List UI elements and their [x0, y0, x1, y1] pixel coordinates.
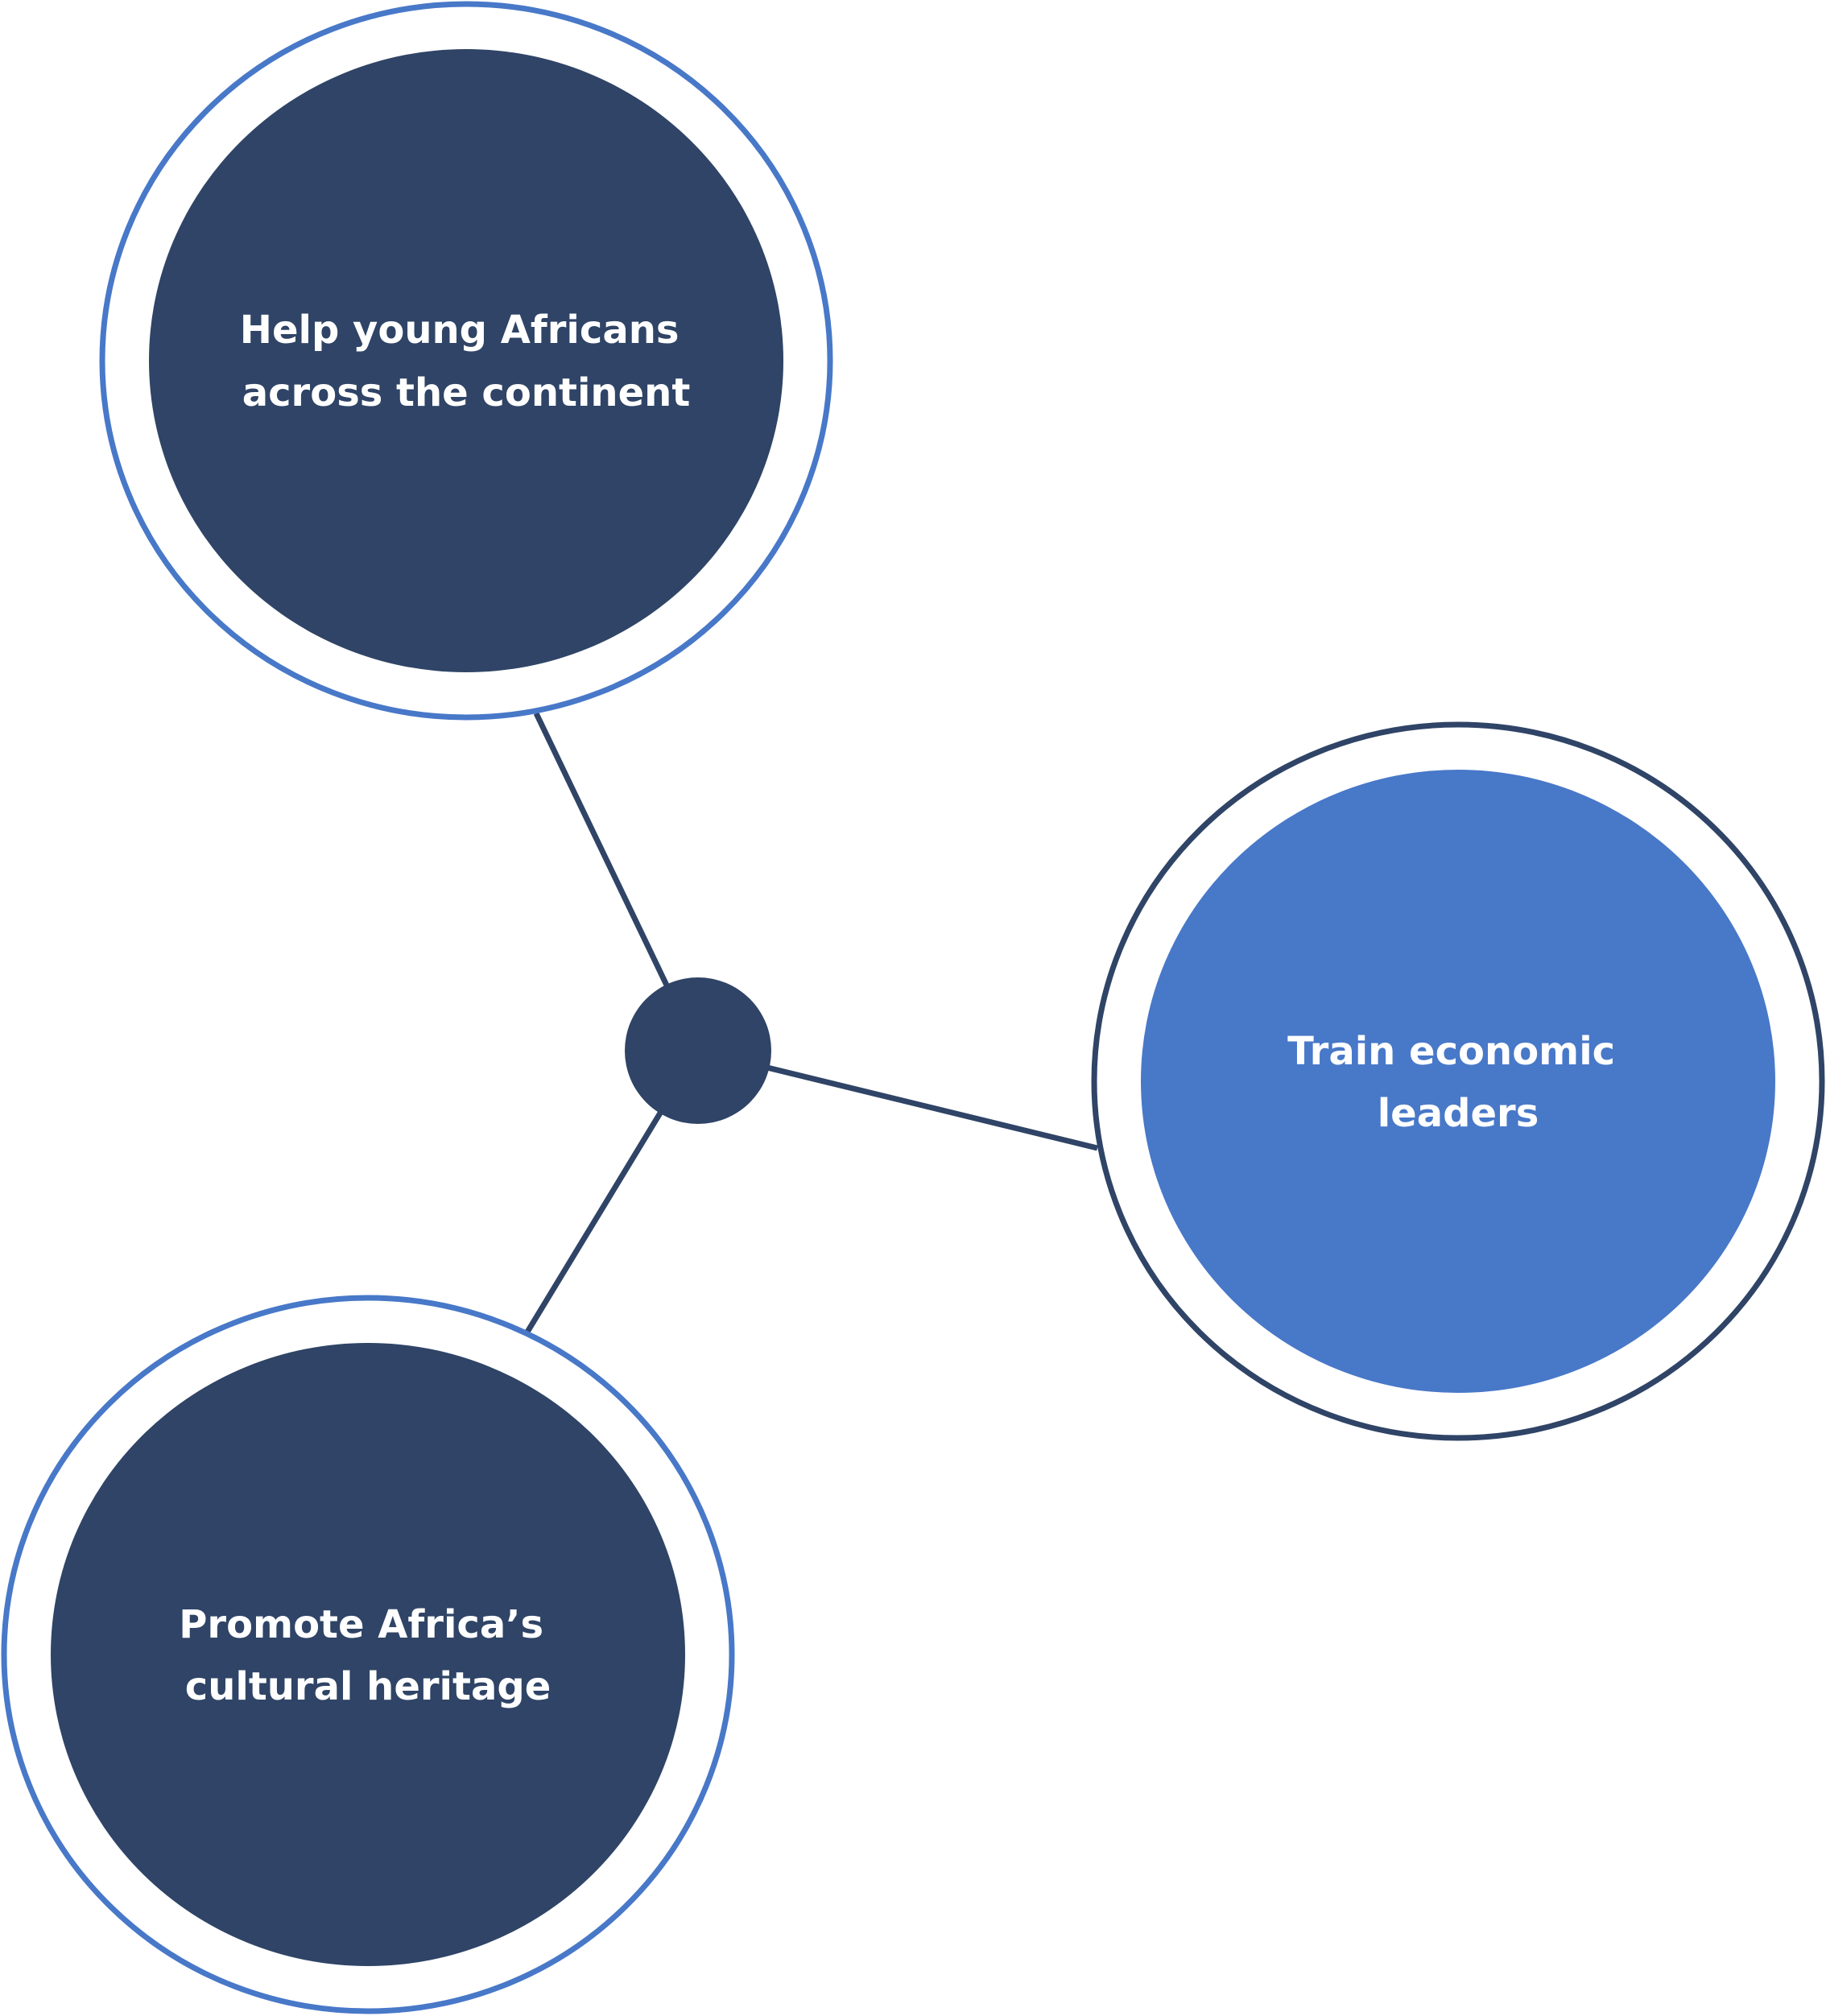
node-label: Promote Africa’s cultural heritage: [179, 1602, 557, 1709]
node-train-economic-leaders: Train economic leaders: [1091, 721, 1825, 1441]
node-label-line: cultural heritage: [185, 1664, 552, 1709]
node-help-young-africans: Help young Africans across the continent: [99, 1, 833, 721]
node-inner-circle: [51, 1343, 685, 1966]
node-label-line: Promote Africa’s: [179, 1602, 543, 1647]
node-inner-circle: [149, 49, 783, 672]
node-label-line: across the continent: [242, 370, 691, 415]
hub-circle: [625, 977, 771, 1124]
node-label-line: Train economic: [1287, 1029, 1615, 1074]
node-label: Help young Africans across the continent: [240, 308, 692, 415]
node-inner-circle: [1141, 770, 1775, 1393]
node-promote-cultural-heritage: Promote Africa’s cultural heritage: [1, 1295, 735, 2014]
node-label-line: leaders: [1378, 1091, 1539, 1136]
node-label: Train economic leaders: [1287, 1029, 1629, 1136]
node-label-line: Help young Africans: [240, 308, 680, 353]
